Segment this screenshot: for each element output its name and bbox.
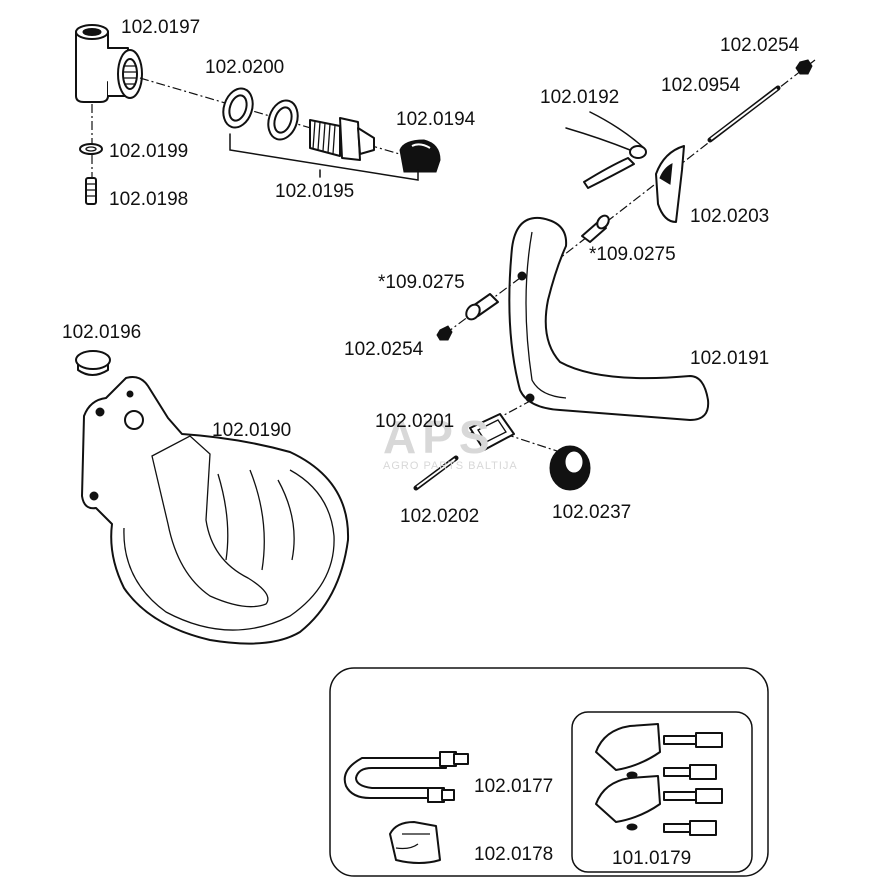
accessories-box xyxy=(329,667,769,877)
label-102-0194: 102.0194 xyxy=(396,109,476,130)
label-102-0200: 102.0200 xyxy=(205,57,285,78)
u-bolt-part xyxy=(343,751,469,803)
label-102-0192: 102.0192 xyxy=(540,87,620,108)
label-102-0254-left: 102.0254 xyxy=(344,339,424,360)
label-102-0203: 102.0203 xyxy=(690,206,770,227)
label-109-0275-right: *109.0275 xyxy=(589,244,676,265)
pin-small-part xyxy=(413,455,459,491)
label-102-0196: 102.0196 xyxy=(62,322,142,343)
label-102-0177: 102.0177 xyxy=(474,776,554,797)
clip-part xyxy=(469,413,515,451)
tongue-part xyxy=(655,145,685,223)
label-102-0202: 102.0202 xyxy=(400,506,480,527)
nozzle-cap-part xyxy=(399,139,441,173)
label-102-0190: 102.0190 xyxy=(212,420,292,441)
label-102-0195: 102.0195 xyxy=(275,181,355,202)
lever-part xyxy=(508,216,710,421)
clamp-set-part xyxy=(595,723,723,836)
label-102-0191: 102.0191 xyxy=(690,348,770,369)
plug-part xyxy=(75,350,111,376)
pin-part xyxy=(85,177,97,205)
spring-part xyxy=(565,111,647,189)
washer-part xyxy=(79,143,103,155)
label-109-0275-left: *109.0275 xyxy=(378,272,465,293)
clamp-set-box xyxy=(571,711,753,873)
bumper-part xyxy=(549,445,591,491)
nut-left-part xyxy=(436,325,453,341)
label-101-0179: 101.0179 xyxy=(612,848,692,869)
pivot-rod-part xyxy=(707,85,781,143)
label-102-0254-top: 102.0254 xyxy=(720,35,800,56)
threaded-nozzle-part xyxy=(309,117,375,161)
bolt-left-part xyxy=(465,293,499,321)
label-102-0198: 102.0198 xyxy=(109,189,189,210)
clamp-part xyxy=(389,821,441,864)
valve-body-part xyxy=(75,24,143,103)
watermark-text: AGRO PARTS BALTIJA xyxy=(383,460,518,472)
label-102-0197: 102.0197 xyxy=(121,17,201,38)
label-102-0178: 102.0178 xyxy=(474,844,554,865)
nut-top-part xyxy=(795,59,813,75)
label-102-0237: 102.0237 xyxy=(552,502,632,523)
label-102-0199: 102.0199 xyxy=(109,141,189,162)
watermark-logo: APS xyxy=(383,411,496,463)
o-ring-pair xyxy=(222,87,299,141)
label-102-0201: 102.0201 xyxy=(375,411,455,432)
bolt-right-part xyxy=(581,214,610,243)
label-102-0954: 102.0954 xyxy=(661,75,741,96)
drinking-bowl-part xyxy=(81,376,350,645)
